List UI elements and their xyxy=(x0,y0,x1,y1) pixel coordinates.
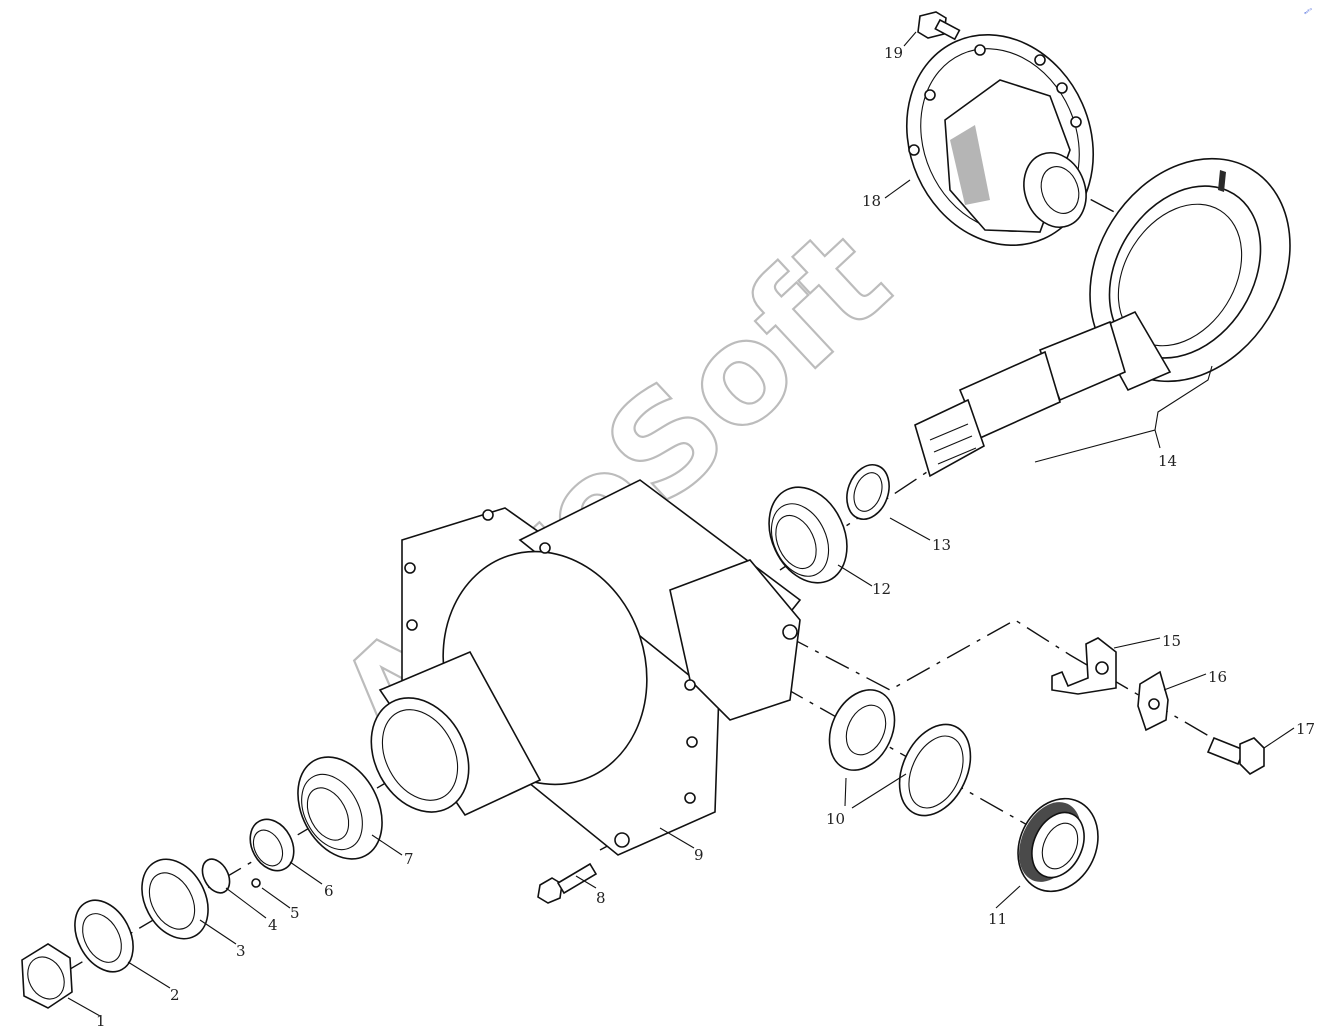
part-14-ring-gear-pinion xyxy=(914,157,1291,478)
part-8-bolt xyxy=(537,862,598,904)
part-6-spacer xyxy=(249,818,295,872)
part-1-nut xyxy=(21,943,73,1009)
corner-mark: ᵃᵘᵗᵒ xyxy=(1303,6,1315,17)
part-4-o-ring xyxy=(201,858,231,894)
callout-5: 5 xyxy=(290,904,300,922)
callout-3: 3 xyxy=(236,942,246,960)
part-7-bearing xyxy=(297,756,383,860)
part-13-shim xyxy=(846,464,890,520)
callout-7: 7 xyxy=(404,850,414,868)
part-19-bolt xyxy=(917,11,961,41)
part-14-bracket-line xyxy=(1034,365,1213,463)
part-14-bracket-stem xyxy=(1154,429,1161,449)
callout-17: 17 xyxy=(1296,720,1315,738)
callout-9: 9 xyxy=(694,846,704,864)
callout-4: 4 xyxy=(268,916,278,934)
part-11-slotted-nut xyxy=(1017,797,1099,893)
part-3-washer xyxy=(141,858,209,940)
part-17-bolt xyxy=(1206,736,1265,775)
callout-12: 12 xyxy=(872,580,891,598)
callout-14: 14 xyxy=(1158,452,1177,470)
callout-19: 19 xyxy=(884,44,903,62)
part-5-ball xyxy=(251,878,261,888)
leader-lines xyxy=(67,31,1295,1017)
part-9-housing xyxy=(370,479,802,856)
callout-18: 18 xyxy=(862,192,881,210)
part-15-bracket xyxy=(1051,637,1117,695)
callout-16: 16 xyxy=(1208,668,1227,686)
callout-15: 15 xyxy=(1162,632,1181,650)
callout-8: 8 xyxy=(596,889,606,907)
part-12-bearing xyxy=(768,486,848,584)
part-2-washer xyxy=(74,899,134,973)
part-18-differential-housing xyxy=(905,33,1095,247)
callout-2: 2 xyxy=(170,986,180,1004)
callout-13: 13 xyxy=(932,536,951,554)
callout-6: 6 xyxy=(324,882,334,900)
part-10-tapered-bearing xyxy=(828,689,972,817)
callout-1: 1 xyxy=(96,1012,106,1030)
callout-labels: 1 2 3 4 5 6 7 8 9 10 11 12 13 14 15 16 1… xyxy=(96,44,1315,1030)
callout-10: 10 xyxy=(826,810,845,828)
part-16-lock-plate xyxy=(1137,670,1169,732)
callout-11: 11 xyxy=(988,910,1007,928)
